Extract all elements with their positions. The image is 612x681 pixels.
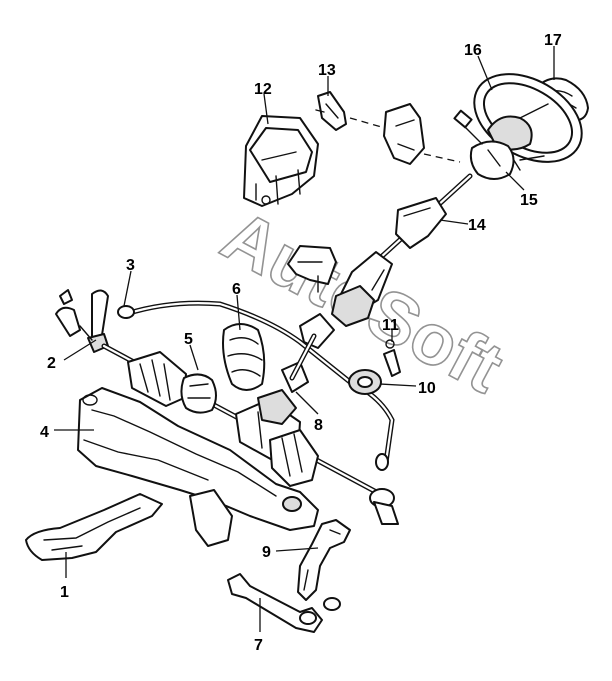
callout-3: 3 [126,257,135,274]
stabilizer-bushing [348,369,382,395]
steering-bracket [287,245,337,293]
steering-column [331,173,473,327]
callout-7: 7 [254,637,263,654]
callout-8: 8 [314,417,323,434]
crossmember [77,387,319,547]
callout-17: 17 [544,32,562,49]
callout-11: 11 [382,317,399,334]
callout-1: 1 [60,584,69,601]
callout-6: 6 [232,281,241,298]
steering-rack [101,343,399,525]
callout-labels: 1 2 3 4 5 6 7 8 9 10 11 12 13 14 15 16 1… [40,32,562,654]
lower-control-arm-rear [227,573,323,633]
ignition-lock [315,91,347,131]
engine-mount [243,115,319,207]
callout-15: 15 [520,192,538,209]
outer-tie-rod-end-left [55,289,109,353]
callout-9: 9 [262,544,271,561]
callout-4: 4 [40,424,49,441]
callout-12: 12 [254,81,272,98]
subframe-lower-plate [25,493,163,561]
callout-16: 16 [464,42,482,59]
callout-14: 14 [468,217,486,234]
intermediate-shaft-joint [257,313,335,425]
lower-control-arm [297,519,351,611]
steering-column-boot [222,323,266,391]
callout-13: 13 [318,62,336,79]
bushing-bracket [383,339,401,377]
leader-lines [54,46,555,632]
column-switch [453,109,545,180]
lock-bracket [383,103,425,165]
callout-2: 2 [47,355,56,372]
rack-boot-clamp [180,373,217,414]
callout-10: 10 [418,380,436,397]
callout-5: 5 [184,331,193,348]
